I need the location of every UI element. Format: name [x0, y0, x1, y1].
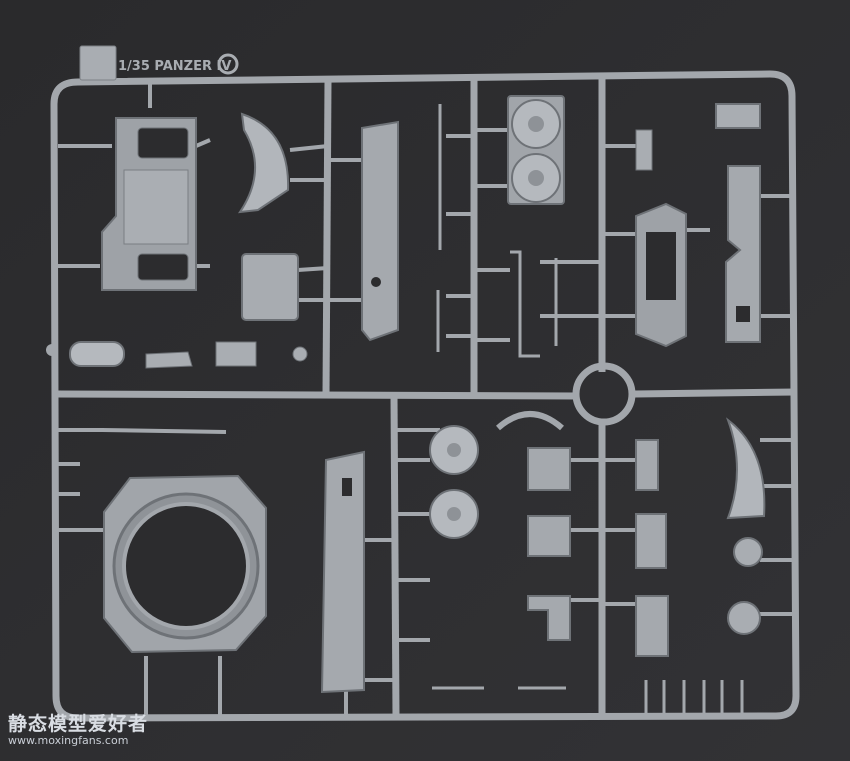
watermark: 静态模型爱好者 www.moxingfans.com	[8, 714, 148, 747]
sprue-frame	[50, 70, 800, 722]
fan-housing	[507, 95, 565, 205]
center-ring	[572, 362, 636, 426]
lower-side-plate	[320, 450, 365, 694]
rods	[436, 104, 558, 358]
vertical-beam	[361, 120, 399, 342]
bracket-small	[635, 129, 653, 171]
muzzle-part	[727, 601, 761, 635]
cupola-part	[733, 537, 763, 567]
curved-fender	[237, 112, 290, 214]
watermark-cn: 静态模型爱好者	[8, 713, 149, 735]
turret-ring	[103, 474, 267, 654]
boxes	[527, 439, 669, 657]
hull-plate	[101, 117, 197, 291]
sprue-label: 1/35 PANZER IV	[118, 59, 231, 74]
side-panel	[725, 165, 761, 343]
sprue-label-tab: 1/35 PANZER IV	[79, 45, 239, 81]
watermark-url: www.moxingfans.com	[8, 733, 129, 747]
arc-part	[496, 411, 564, 431]
curved-mantlet	[725, 417, 766, 520]
small-block	[715, 103, 761, 129]
gate-knob	[46, 344, 58, 356]
small-parts-row	[69, 341, 308, 434]
hatch-cover	[241, 253, 299, 321]
gates	[58, 82, 794, 716]
deck-opening	[646, 232, 676, 300]
beam-hole	[371, 277, 381, 287]
pins	[432, 680, 744, 716]
road-wheels	[429, 425, 479, 539]
